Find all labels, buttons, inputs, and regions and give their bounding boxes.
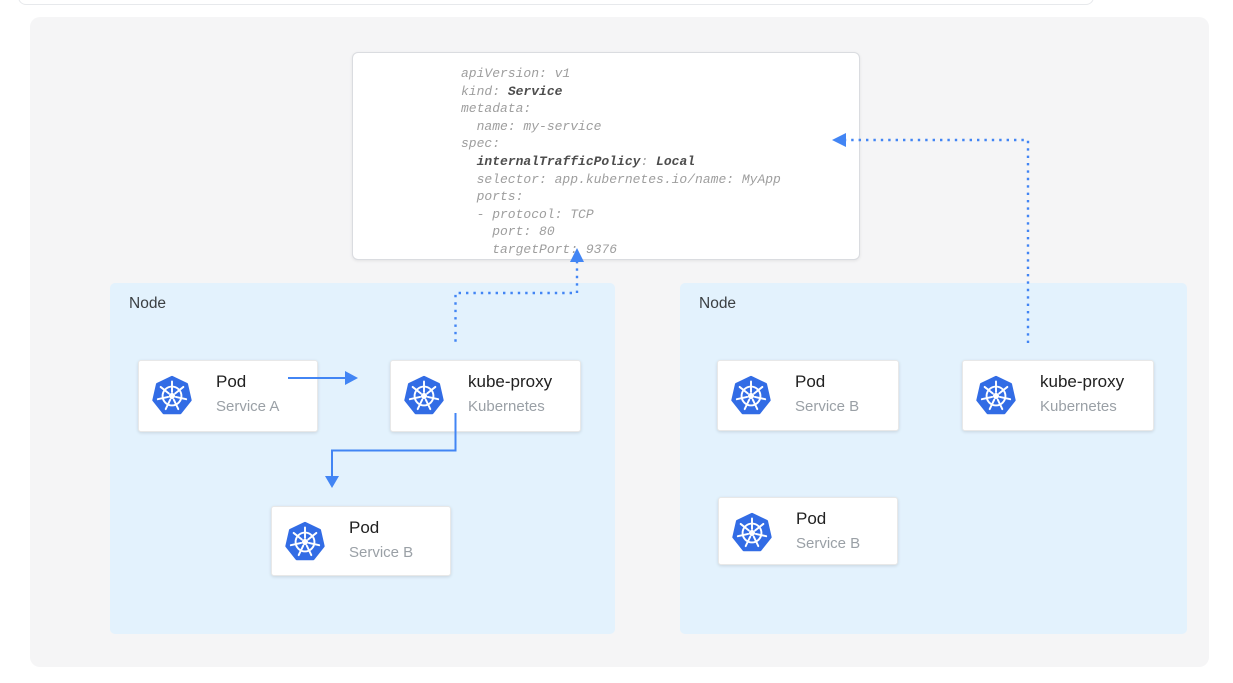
pod-card-service-b: Pod Service B [717, 360, 899, 431]
card-subtitle: Service B [796, 535, 861, 552]
code-line: - protocol: TCP [461, 206, 594, 222]
code-line: internalTrafficPolicy: Local [476, 153, 696, 169]
kube-proxy-card: kube-proxy Kubernetes [962, 360, 1154, 431]
kubernetes-icon [152, 375, 192, 415]
code-line: metadata: [461, 101, 532, 117]
top-card-bottom-edge [18, 0, 1094, 5]
kubernetes-icon [285, 521, 325, 561]
kube-proxy-card: kube-proxy Kubernetes [390, 360, 581, 432]
code-line: targetPort: 9376 [461, 241, 618, 257]
service-yaml-card: apiVersion: v1 kind: Service metadata: n… [352, 52, 860, 260]
node-label: Node [699, 295, 737, 312]
card-subtitle: Kubernetes [1040, 398, 1117, 415]
kubernetes-icon [732, 512, 772, 552]
code-line: name: my-service [461, 118, 602, 134]
kubernetes-icon [731, 375, 771, 415]
kubernetes-icon [976, 375, 1016, 415]
card-title: Pod [216, 372, 247, 391]
node-left: Node Pod Ser [110, 283, 615, 634]
pod-card-service-a: Pod Service A [138, 360, 318, 432]
pod-card-service-b: Pod Service B [718, 497, 898, 565]
card-subtitle: Service A [216, 398, 280, 415]
kubernetes-icon [404, 375, 444, 415]
node-right: Node Pod Ser [680, 283, 1187, 634]
card-subtitle: Service B [349, 544, 414, 561]
card-title: kube-proxy [468, 372, 553, 391]
code-line: spec: [461, 136, 501, 152]
card-title: kube-proxy [1040, 372, 1125, 391]
code-line: ports: [461, 189, 524, 205]
code-line: port: 80 [461, 224, 555, 240]
card-subtitle: Service B [795, 398, 860, 415]
code-line: selector: app.kubernetes.io/name: MyApp [461, 171, 781, 187]
diagram-panel: apiVersion: v1 kind: Service metadata: n… [30, 17, 1209, 667]
code-line: apiVersion: v1 [461, 66, 571, 81]
code-line: kind: Service [461, 83, 563, 99]
node-label: Node [129, 295, 167, 312]
card-title: Pod [795, 372, 826, 391]
pod-card-service-b: Pod Service B [271, 506, 451, 576]
card-title: Pod [796, 509, 827, 528]
card-title: Pod [349, 518, 380, 537]
card-subtitle: Kubernetes [468, 398, 545, 415]
